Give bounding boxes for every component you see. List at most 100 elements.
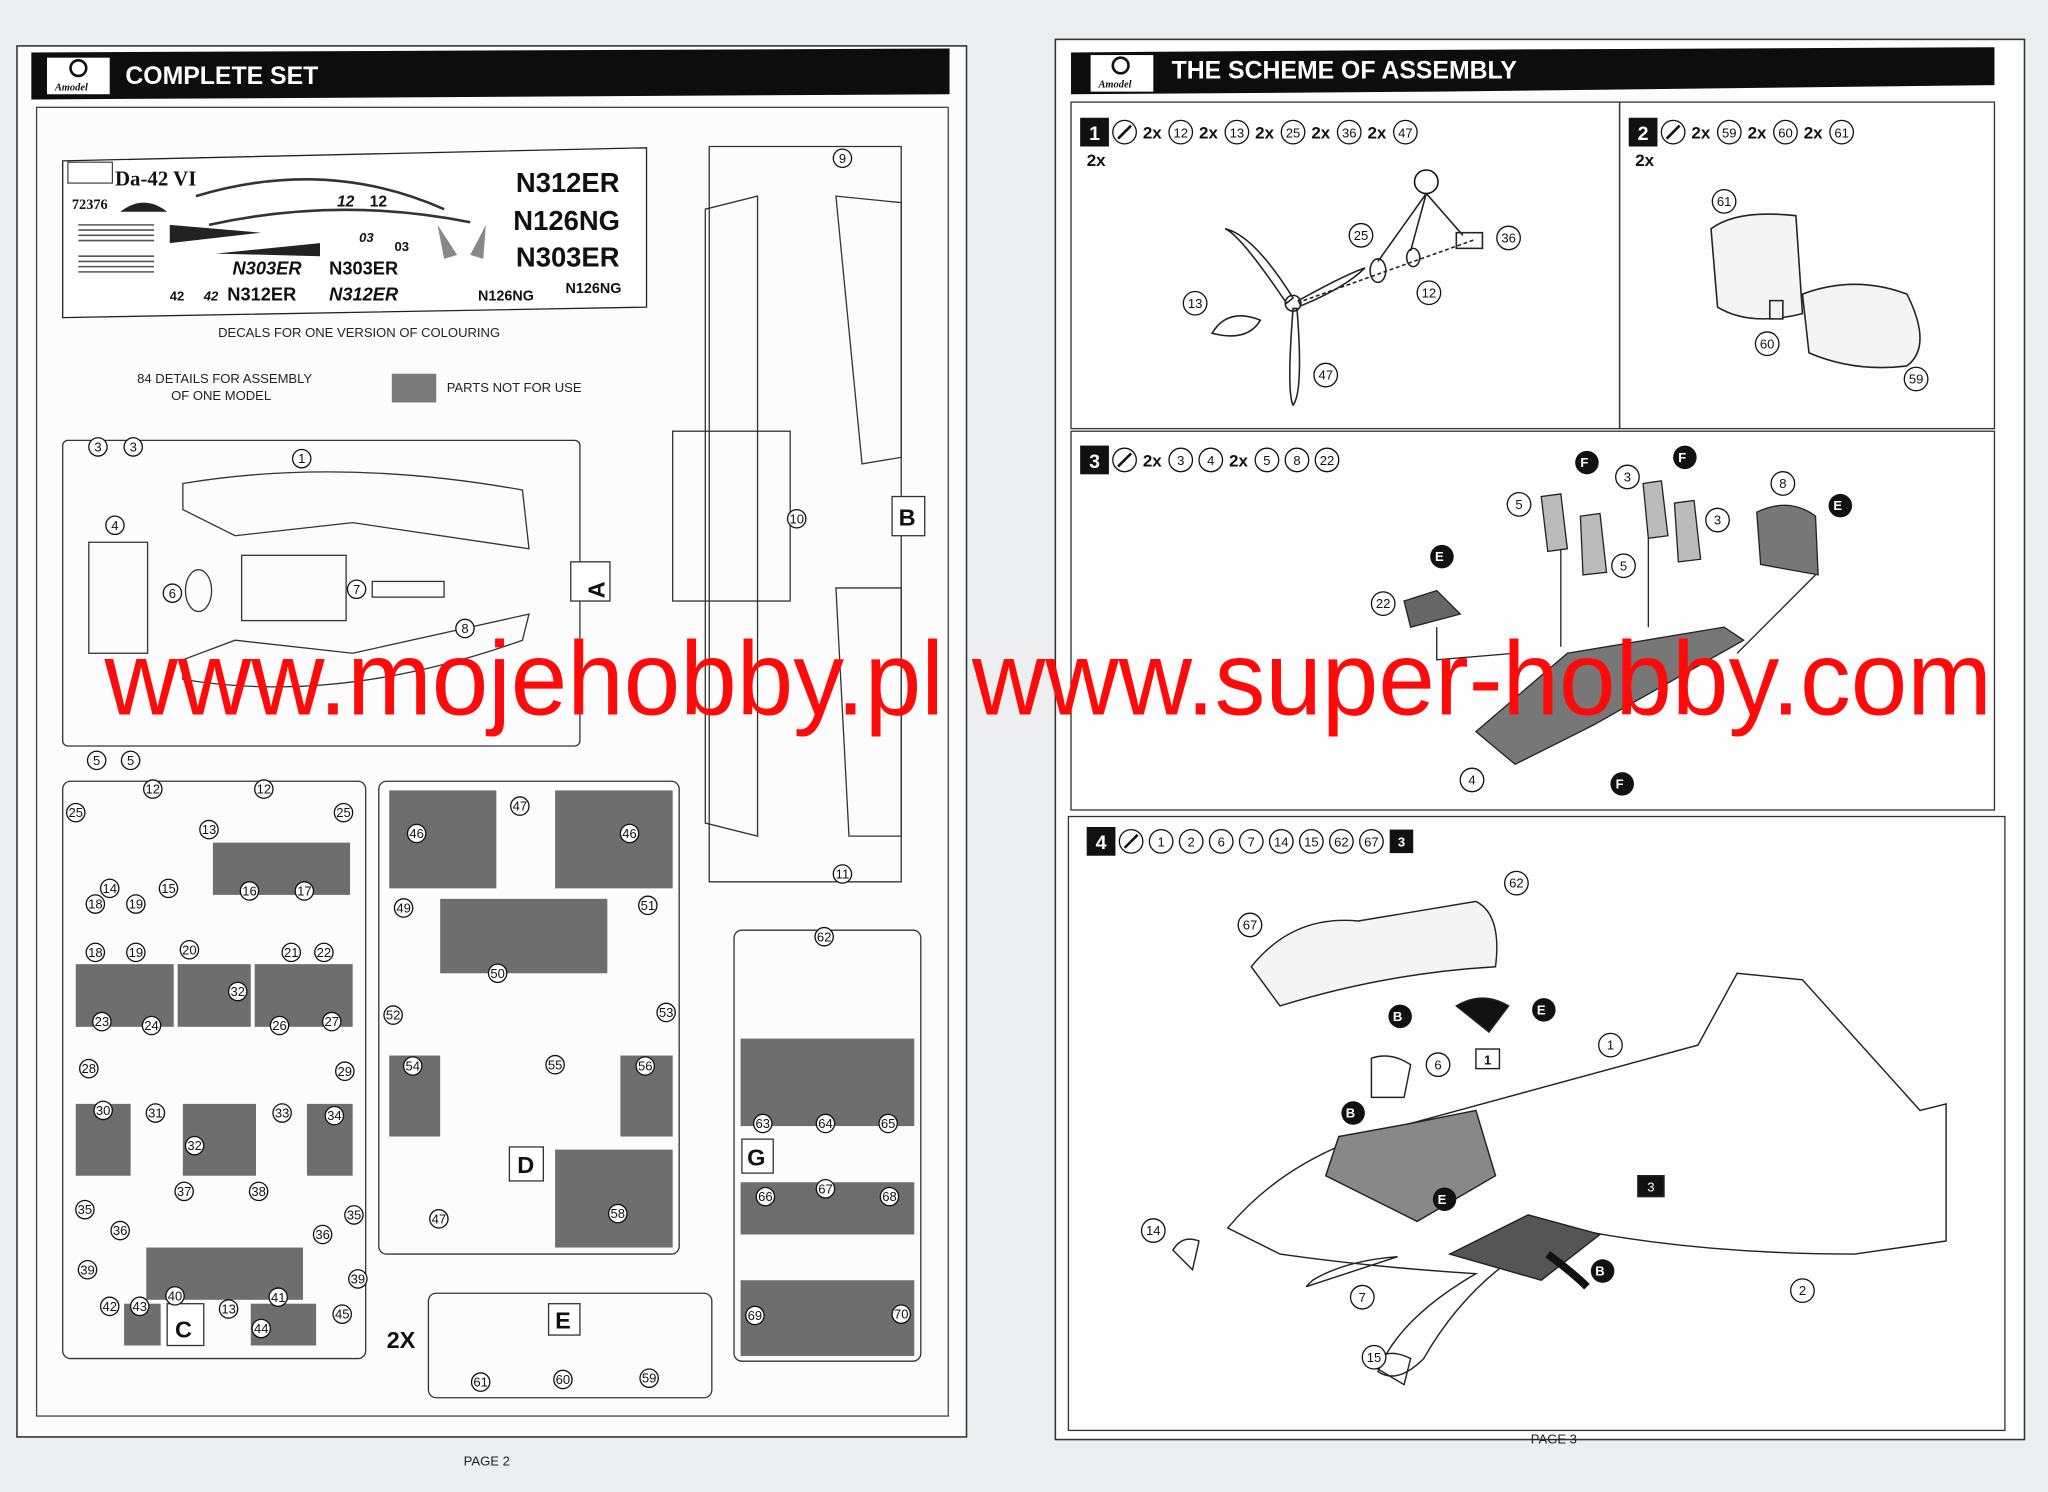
part-number-callout: 36: [1496, 225, 1521, 251]
left-page: Amodel COMPLETE SET Da-42 VI 72376 12 12…: [16, 45, 968, 1469]
part-number-callout: 10: [786, 508, 807, 529]
step-number: 2: [1638, 123, 1649, 145]
part-circle: [1168, 119, 1194, 145]
part-quantity: 2x: [1748, 124, 1767, 143]
sprue-a: [62, 439, 611, 747]
callout-circle: [269, 1015, 290, 1036]
part-number-callout: 20: [179, 939, 200, 960]
registration-decal: N126NG: [513, 205, 620, 236]
part-number: 25: [336, 805, 351, 820]
part-number: 18: [88, 945, 103, 960]
part-number: 62: [1334, 835, 1349, 850]
paint-code-marker: B: [1341, 1101, 1365, 1125]
paint-code: F: [1678, 450, 1686, 465]
part-number-callout: 36: [312, 1224, 333, 1245]
callout-circle: [786, 508, 807, 529]
step-number-box: [1086, 826, 1116, 856]
part-number: 67: [818, 1181, 833, 1196]
part-number-callout: 36: [110, 1220, 130, 1241]
part-number: 14: [102, 881, 117, 896]
kit-number: 72376: [72, 197, 108, 213]
paint-code: E: [1833, 498, 1842, 513]
part-number-callout: 8: [455, 618, 475, 639]
callout-circle: [321, 1011, 342, 1032]
part-number: 33: [275, 1106, 290, 1121]
part-number-callout: 1: [291, 448, 312, 469]
part-number: 35: [347, 1207, 362, 1222]
part-number: 50: [490, 966, 505, 981]
callout-circle: [553, 1369, 573, 1390]
paint-code: F: [1580, 455, 1588, 470]
callout-circle: [348, 1269, 368, 1289]
part-number: 69: [748, 1308, 763, 1323]
part-number: 39: [80, 1262, 95, 1277]
sprue-b: [671, 145, 926, 883]
part-quantity: 2x: [1368, 124, 1387, 143]
part-number-callout: 61: [470, 1372, 491, 1392]
callout-circle: [251, 1318, 272, 1339]
part-number: 9: [839, 151, 846, 166]
part-number: 58: [611, 1206, 626, 1221]
part-number: 35: [78, 1202, 93, 1217]
part-circle: [1359, 828, 1384, 854]
not-for-use-label: PARTS NOT FOR USE: [447, 380, 582, 395]
callout-circle: [79, 1058, 99, 1079]
part-number-callout: 38: [248, 1181, 269, 1202]
part-number-callout: 45: [332, 1304, 352, 1324]
callout-circle: [470, 1372, 491, 1392]
part-number-callout: 12: [143, 779, 163, 799]
part-number: 27: [324, 1014, 339, 1029]
part-number: 14: [1274, 835, 1289, 850]
registration-decal: N312ER: [227, 284, 296, 305]
part-number-callout: 60: [1754, 331, 1780, 357]
callout-circle: [1615, 464, 1640, 490]
part-number: 26: [272, 1018, 287, 1033]
part-number-callout: 3: [1705, 507, 1730, 533]
callout-circle: [158, 878, 179, 899]
part-number: 1: [298, 451, 305, 466]
callout-circle: [179, 939, 200, 960]
part-number: 45: [335, 1307, 350, 1322]
part-number: 46: [409, 826, 424, 841]
part-number-callout: 32: [227, 981, 248, 1002]
callout-circle: [165, 1286, 185, 1306]
callout-circle: [254, 779, 274, 799]
callout-circle: [393, 898, 414, 918]
callout-circle: [129, 1296, 150, 1317]
part-number: 4: [1468, 773, 1475, 788]
part-quantity: 2x: [1143, 124, 1162, 143]
part-number-callout: 11: [832, 864, 853, 884]
callout-circle: [346, 579, 367, 600]
callout-circle: [607, 1203, 628, 1224]
part-number: 12: [1422, 285, 1437, 300]
callout-circle: [312, 1224, 333, 1245]
sprue-c: [62, 780, 367, 1360]
part-number: 51: [641, 898, 656, 913]
part-number: 3: [94, 439, 101, 454]
part-number-callout: 63: [752, 1113, 773, 1134]
callout-circle: [85, 942, 106, 963]
part-number-callout: 56: [635, 1056, 656, 1076]
part-number: 36: [113, 1223, 128, 1238]
part-number-callout: 31: [145, 1103, 166, 1123]
callout-circle: [239, 881, 260, 901]
step-ref-box: 3: [1647, 1179, 1654, 1194]
part-circle: [1148, 828, 1174, 854]
callout-circle: [92, 1011, 112, 1032]
sprue-e: [427, 1292, 713, 1399]
part-number: 41: [271, 1290, 286, 1305]
part-number-callout: 12: [1416, 280, 1442, 306]
part-number: 11: [836, 867, 850, 882]
part-circle: [1716, 119, 1742, 145]
part-number: 4: [1207, 453, 1214, 468]
callout-circle: [344, 1205, 364, 1225]
decal-code: 42: [170, 289, 185, 304]
part-number-callout: 21: [281, 942, 302, 963]
part-number-callout: 47: [1313, 362, 1339, 388]
callout-circle: [815, 1178, 836, 1199]
part-number: 65: [881, 1116, 896, 1131]
part-number-callout: 7: [1349, 1284, 1375, 1310]
part-number: 3: [1177, 453, 1184, 468]
callout-circle: [199, 819, 219, 840]
